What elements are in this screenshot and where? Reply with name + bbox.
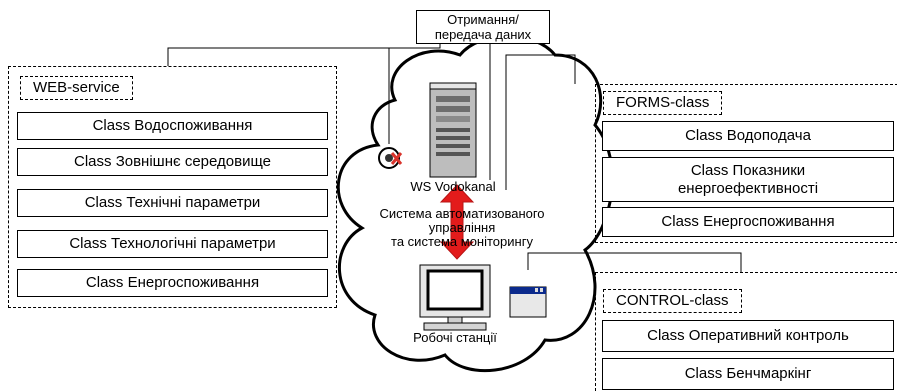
- server-label: WS Vodokanal: [410, 179, 496, 194]
- control-class-tag: CONTROL-class: [603, 289, 742, 313]
- forms-class-2[interactable]: Class Показники енергоефективності: [602, 157, 894, 202]
- control-class-2[interactable]: Class Бенчмаркінг: [602, 358, 894, 390]
- control-class-1[interactable]: Class Оперативний контроль: [602, 320, 894, 352]
- browser-window-icon: [509, 286, 547, 318]
- web-service-tag: WEB-service: [20, 76, 133, 100]
- forms-class-panel: [595, 84, 897, 243]
- web-class-2[interactable]: Class Зовнішнє середовище: [17, 148, 328, 176]
- data-exchange-line1: Отримання/: [447, 12, 519, 27]
- control-link: [527, 252, 742, 272]
- workstation-icon: [419, 264, 491, 331]
- web-service-link: [167, 42, 441, 66]
- workstation-label: Робочі станції: [413, 330, 497, 345]
- forms-link: [505, 54, 576, 190]
- web-class-5[interactable]: Class Енергоспоживання: [17, 269, 328, 297]
- server-icon: [429, 82, 477, 178]
- web-service-link-2: [375, 47, 390, 144]
- forms-class-3[interactable]: Class Енергоспоживання: [602, 207, 894, 237]
- web-class-3[interactable]: Class Технічні параметри: [17, 189, 328, 217]
- data-exchange-line2: передача даних: [434, 27, 532, 42]
- forms-class-2-line2: енергоефективності: [677, 179, 819, 197]
- system-label-line2: управління: [428, 220, 496, 235]
- forms-class-2-line1: Class Показники: [690, 161, 806, 179]
- web-service-panel: [8, 66, 337, 308]
- system-label-line3: та система моніторингу: [391, 234, 533, 249]
- web-class-1[interactable]: Class Водоспоживання: [17, 112, 328, 140]
- data-exchange-note: Отримання/ передача даних: [416, 10, 550, 44]
- forms-class-tag: FORMS-class: [603, 91, 723, 115]
- bidirectional-arrow-icon: [439, 184, 475, 260]
- system-label-line1: Система автоматизованого: [379, 206, 545, 221]
- control-class-panel: [595, 272, 897, 391]
- service-error-icon: [378, 147, 403, 169]
- forms-class-1[interactable]: Class Водоподача: [602, 121, 894, 151]
- web-class-4[interactable]: Class Технологічні параметри: [17, 230, 328, 258]
